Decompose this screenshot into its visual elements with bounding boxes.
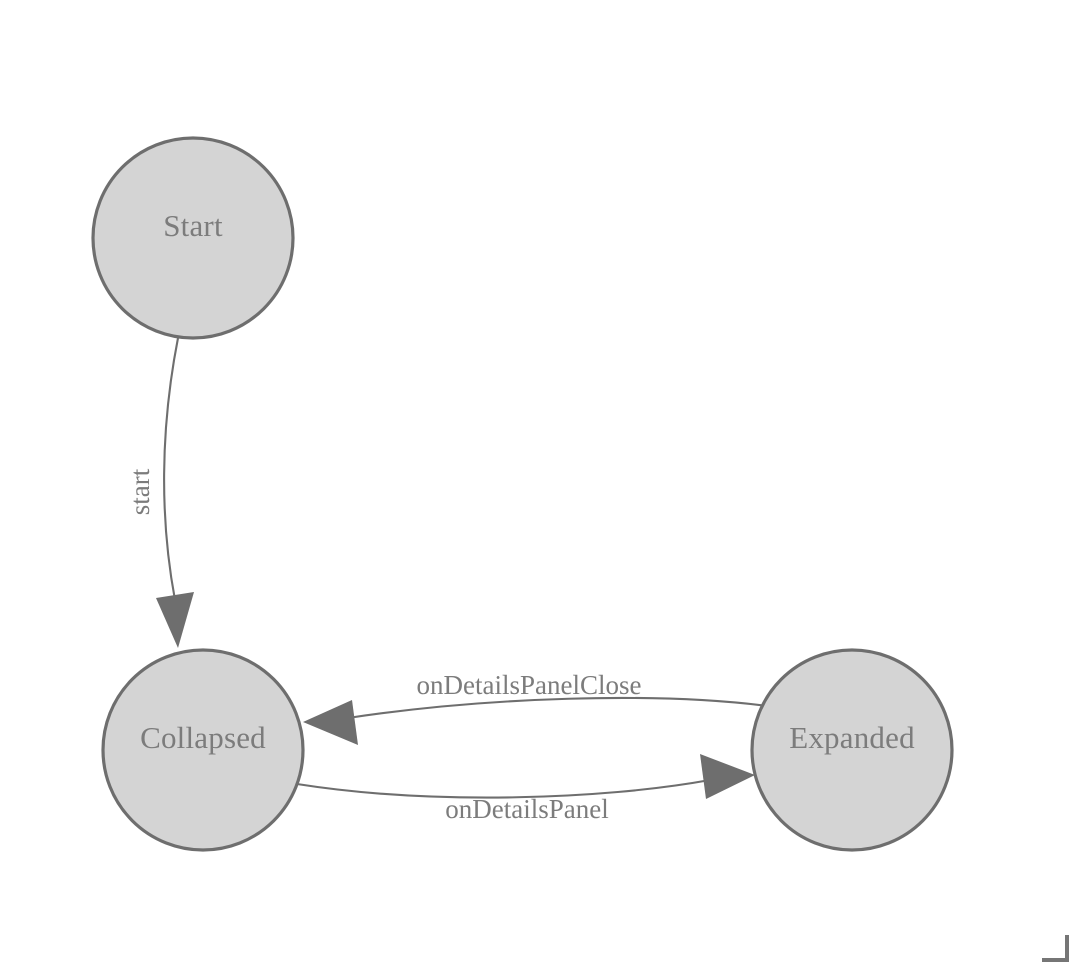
edge-collapsed-to-expanded-label: onDetailsPanel (445, 794, 608, 824)
edge-expanded-to-collapsed-arrowhead-icon (303, 700, 358, 745)
node-start[interactable]: Start (91, 136, 295, 340)
node-start-label: Start (163, 208, 223, 243)
node-expanded-label: Expanded (789, 720, 915, 755)
edge-start-to-collapsed[interactable]: start (125, 337, 194, 648)
resize-corner-handle-icon[interactable] (1042, 935, 1069, 962)
edge-start-to-collapsed-path (163, 337, 180, 601)
node-expanded[interactable]: Expanded (750, 648, 954, 852)
resize-corner-vertical-bar (1065, 935, 1069, 962)
node-collapsed-label: Collapsed (140, 720, 266, 755)
node-expanded-circle (750, 648, 954, 852)
edge-collapsed-to-expanded-arrowhead-icon (700, 754, 755, 799)
node-collapsed-circle (101, 648, 305, 852)
node-start-circle (91, 136, 295, 340)
resize-corner-horizontal-bar (1042, 958, 1069, 962)
edge-expanded-to-collapsed[interactable]: onDetailsPanelClose (303, 670, 783, 745)
edge-start-to-collapsed-arrowhead-icon (156, 592, 194, 648)
edge-start-to-collapsed-label: start (125, 468, 155, 515)
edge-collapsed-to-expanded-path (296, 778, 711, 799)
edge-expanded-to-collapsed-path (347, 696, 783, 720)
edge-collapsed-to-expanded[interactable]: onDetailsPanel (296, 754, 755, 824)
edge-expanded-to-collapsed-label: onDetailsPanelClose (417, 670, 642, 700)
node-collapsed[interactable]: Collapsed (101, 648, 305, 852)
